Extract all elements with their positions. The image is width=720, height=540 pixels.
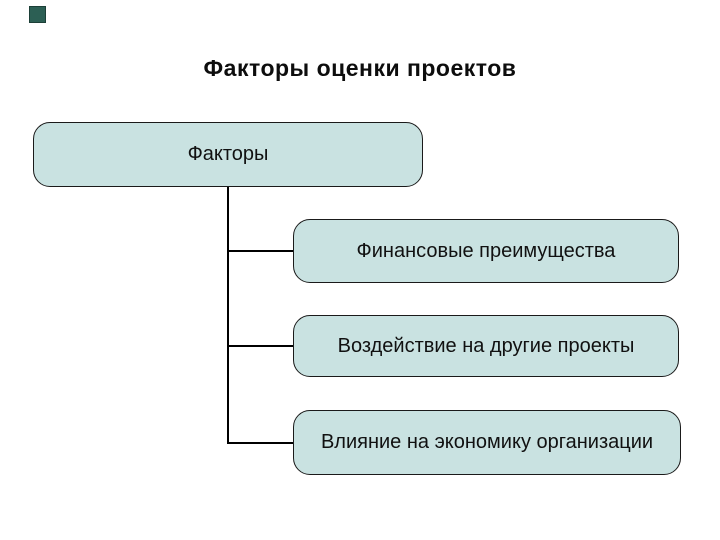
slide-title: Факторы оценки проектов [203, 55, 517, 81]
connector-branch-line-3 [228, 442, 293, 444]
child-box-label: Финансовые преимущества [356, 239, 616, 262]
root-box-label: Факторы [187, 143, 269, 165]
diagram-child-box-financial-advantages: Финансовые преимущества [293, 219, 679, 283]
diagram-child-box-impact-other-projects: Воздействие на другие проекты [293, 315, 679, 377]
child-box-label: Воздействие на другие проекты [337, 334, 635, 357]
child-box-label: Влияние на экономику организации [320, 431, 654, 453]
diagram-root-box: Факторы [33, 122, 423, 187]
connector-trunk-line [227, 187, 229, 444]
corner-decoration-square [29, 6, 46, 23]
connector-branch-line-2 [228, 345, 293, 347]
connector-branch-line-1 [228, 250, 293, 252]
diagram-child-box-influence-org-economy: Влияние на экономику организации [293, 410, 681, 475]
